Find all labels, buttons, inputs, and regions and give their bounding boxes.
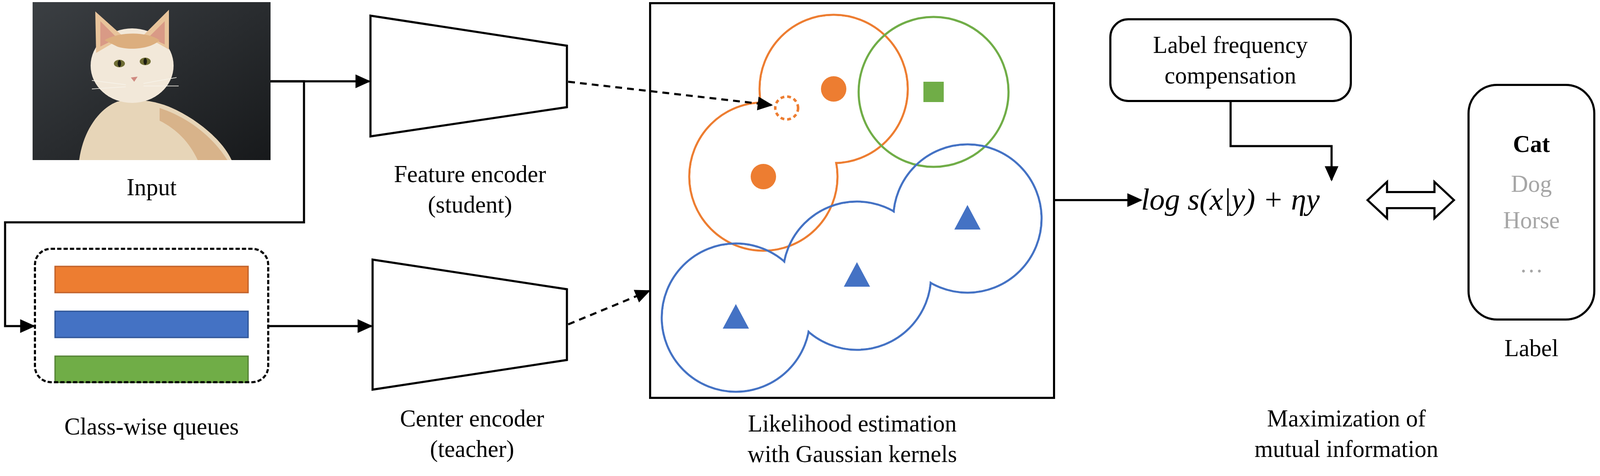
node-label: Class-wise queues: [33, 411, 270, 442]
encoder-trapezoid: Center encoder (teacher): [366, 258, 578, 470]
node-label: Label: [1467, 332, 1596, 364]
node-shape: [649, 2, 1056, 399]
node-label: Dog: [1467, 168, 1596, 199]
node-label: Horse: [1467, 204, 1596, 236]
connector-arrow: [1055, 198, 1142, 202]
connector-arrow: [270, 80, 370, 83]
label-box: CatDogHorse … Label: [1467, 83, 1596, 372]
node-shape: [33, 247, 270, 384]
node-label: log s(x|y) + ηy: [1141, 181, 1357, 218]
gaussian-kernels: [661, 14, 1042, 392]
node-label: Feature encoder (student): [364, 158, 576, 220]
queue-group: Class-wise queues: [33, 247, 270, 443]
connector-arrow: [269, 325, 372, 328]
node-shape: [1467, 83, 1596, 321]
node-shape: [32, 2, 271, 161]
connector-arrow: [568, 81, 772, 106]
node-shape: [1109, 18, 1352, 103]
node-label: Input: [32, 171, 271, 203]
image-node: Input: [32, 2, 271, 202]
encoder-trapezoid: Feature encoder (student): [364, 14, 576, 235]
queue-bars: [55, 266, 249, 383]
caption-label: Maximization of mutual information: [1244, 403, 1449, 465]
connector-arrow: [1230, 102, 1332, 180]
cat-photo: [32, 2, 271, 161]
node-label: …: [1467, 248, 1596, 280]
formula: log s(x|y) + ηy: [1141, 179, 1357, 221]
process-box: Label frequency compensation: [1109, 18, 1352, 103]
node-shape: [369, 14, 569, 138]
connector-arrow: [1367, 182, 1454, 219]
trapezoid-outline: [369, 14, 569, 138]
node-label: Center encoder (teacher): [366, 403, 578, 465]
node-label: Likelihood estimation with Gaussian kern…: [733, 408, 971, 470]
trapezoid-outline: [371, 258, 569, 391]
node-label: Cat: [1467, 128, 1596, 160]
node-label: Label frequency compensation: [1124, 29, 1337, 91]
kernel-panel: Likelihood estimation with Gaussian kern…: [649, 2, 1056, 476]
node-shape: [371, 258, 569, 391]
connector-arrow: [568, 290, 650, 325]
connector-arrow: [5, 81, 304, 327]
